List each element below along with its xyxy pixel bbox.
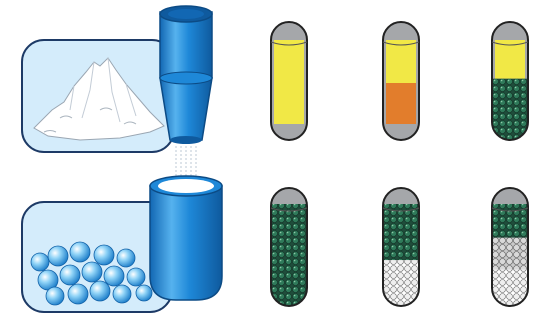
capsule-1-3 bbox=[492, 22, 528, 140]
dosing-tube-top bbox=[160, 6, 212, 144]
powder-panel bbox=[22, 40, 174, 152]
capsule-1-1 bbox=[271, 22, 307, 140]
capsule-1-2 bbox=[383, 22, 419, 140]
capsule-2-2 bbox=[383, 188, 419, 306]
capsule-grid bbox=[271, 22, 528, 306]
dosing-tube-bottom bbox=[150, 176, 222, 300]
capsule-2-1 bbox=[271, 188, 307, 306]
capsule-2-3 bbox=[492, 188, 528, 306]
